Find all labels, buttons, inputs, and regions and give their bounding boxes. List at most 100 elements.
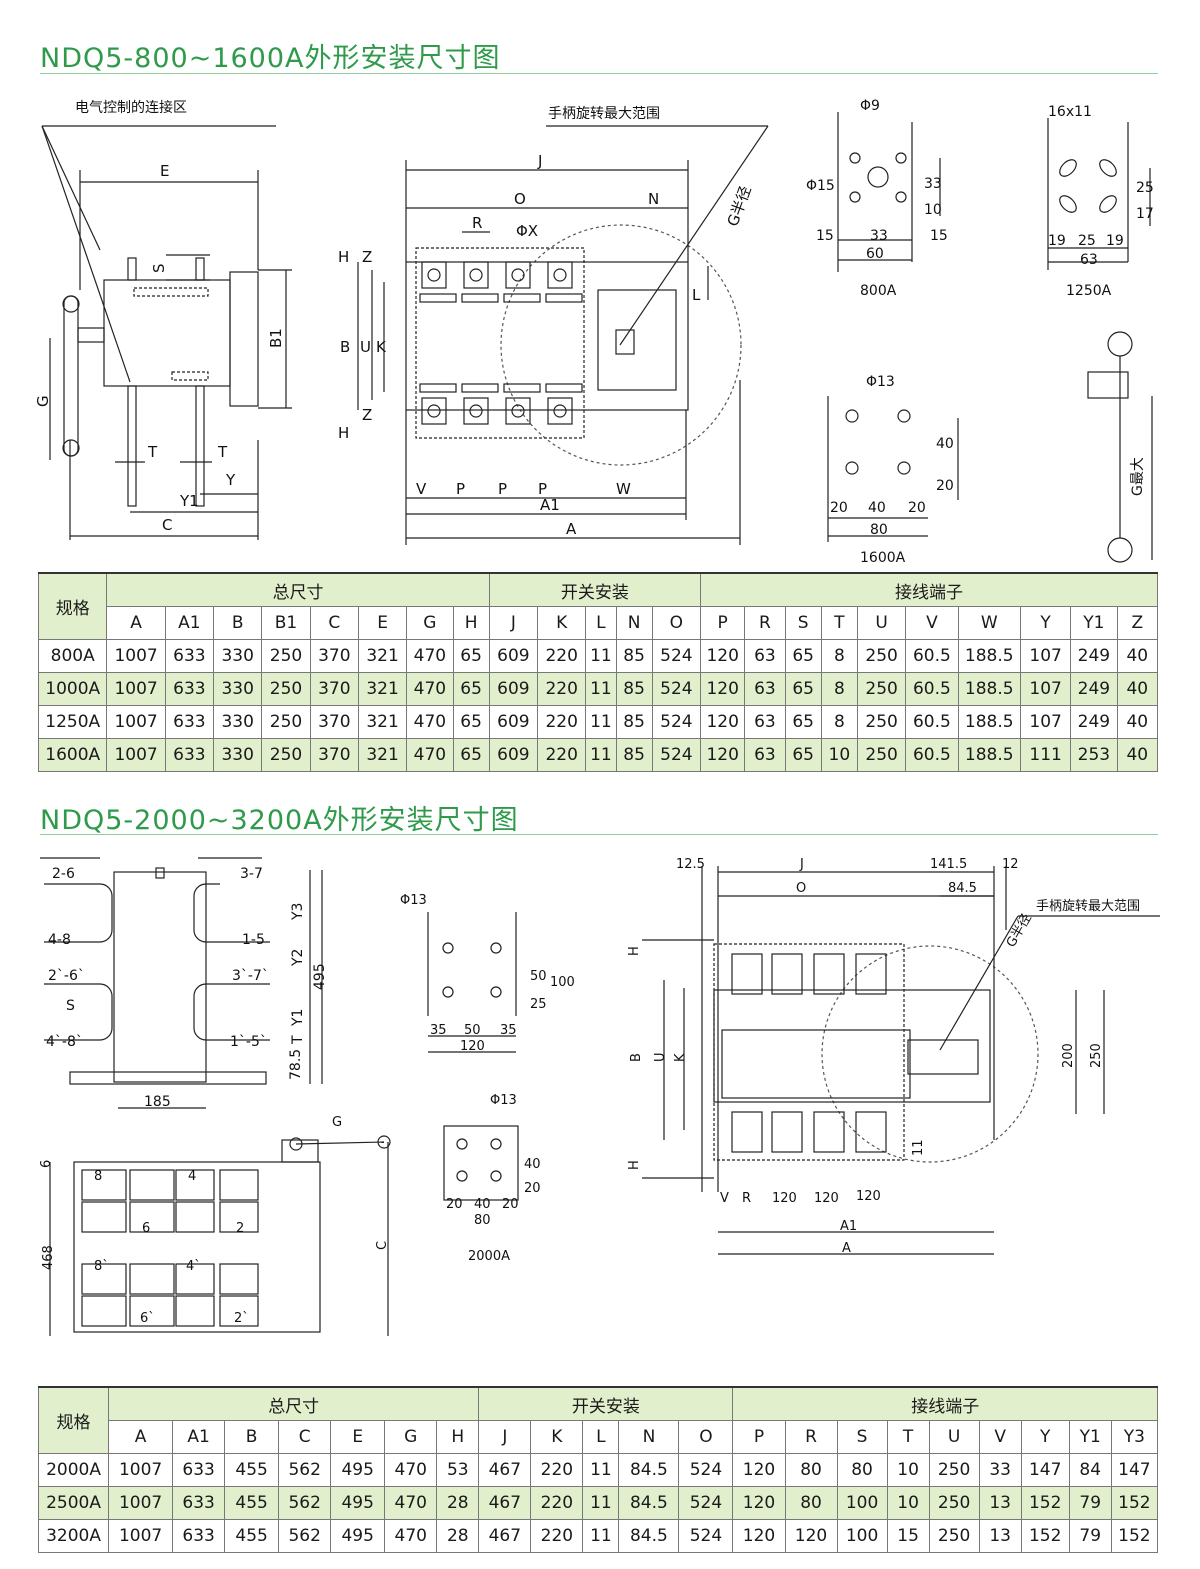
term-495: 495 xyxy=(312,963,328,990)
table-cell: 330 xyxy=(213,738,263,772)
table-cell: 220 xyxy=(530,1453,584,1487)
table-cell: 250 xyxy=(856,705,907,739)
row-spec: 1600A xyxy=(37,738,108,772)
dim-phix: ΦX xyxy=(516,222,538,240)
dim-r: R xyxy=(472,214,482,232)
t2-group-terminal: 接线端子 xyxy=(732,1386,1158,1421)
table-cell: 40 xyxy=(1116,672,1159,706)
t2-col: A xyxy=(108,1420,174,1454)
tv-141-5: 141.5 xyxy=(930,857,967,872)
table-cell: 11 xyxy=(585,639,617,673)
table-cell: 370 xyxy=(309,705,359,739)
tv-12: 12 xyxy=(1002,857,1019,872)
dim-p3: P xyxy=(538,480,547,498)
table-cell: 60.5 xyxy=(905,672,959,706)
tv-250: 250 xyxy=(1089,1043,1104,1068)
table-cell: 250 xyxy=(928,1486,980,1520)
t1-col: T xyxy=(820,606,858,640)
t2-col: Y xyxy=(1020,1420,1070,1454)
t1-col: B1 xyxy=(261,606,311,640)
table-cell: 249 xyxy=(1070,672,1118,706)
row-spec: 1250A xyxy=(37,705,108,739)
table-cell: 467 xyxy=(478,1519,532,1553)
table-cell: 321 xyxy=(357,705,408,739)
tv-h-top: H xyxy=(627,946,642,956)
tv-b: B xyxy=(629,1053,644,1062)
table-cell: 609 xyxy=(488,639,539,673)
tv-84-5: 84.5 xyxy=(948,881,977,896)
dim-p1: P xyxy=(456,480,465,498)
table-cell: 249 xyxy=(1070,639,1118,673)
table-cell: 8 xyxy=(820,639,858,673)
table-cell: 120 xyxy=(732,1486,786,1520)
table-cell: 120 xyxy=(784,1519,838,1553)
dim-j: J xyxy=(537,152,542,170)
table-cell: 11 xyxy=(582,1453,620,1487)
table-cell: 28 xyxy=(436,1519,480,1553)
table-cell: 79 xyxy=(1068,1519,1112,1553)
dim-c: C xyxy=(162,516,172,534)
t2-group-switch: 开关安装 xyxy=(478,1386,734,1421)
term-1-5: 1-5 xyxy=(242,932,265,948)
table-cell: 609 xyxy=(488,738,539,772)
section1-drawing: 电气控制的连接区 E S B1 G T T Y Y1 C xyxy=(34,98,1154,566)
table-cell: 13 xyxy=(978,1486,1022,1520)
t2-col: E xyxy=(330,1420,386,1454)
section2-title-rule xyxy=(40,834,1158,835)
tv-h-bottom: H xyxy=(627,1160,642,1170)
h1600-20v: 20 xyxy=(936,478,954,494)
t1-col: B xyxy=(213,606,263,640)
callout2-g-radius: G半径 xyxy=(1004,911,1035,950)
side-view: 电气控制的连接区 xyxy=(41,99,292,540)
t2-col: G xyxy=(384,1420,438,1454)
table-cell: 470 xyxy=(384,1453,438,1487)
tv-a1: A1 xyxy=(840,1219,857,1234)
table-cell: 65 xyxy=(784,639,822,673)
tv-k: K xyxy=(673,1053,688,1062)
table-cell: 152 xyxy=(1110,1519,1159,1553)
table-cell: 188.5 xyxy=(957,705,1021,739)
table-cell: 633 xyxy=(172,1486,226,1520)
table-cell: 609 xyxy=(488,672,539,706)
t1-col: Z xyxy=(1116,606,1159,640)
table-cell: 107 xyxy=(1019,705,1072,739)
tv-200: 200 xyxy=(1061,1043,1076,1068)
table-cell: 321 xyxy=(357,738,408,772)
t1-col: A1 xyxy=(164,606,215,640)
table-cell: 249 xyxy=(1070,705,1118,739)
table-cell: 370 xyxy=(309,672,359,706)
t1-col: K xyxy=(537,606,587,640)
dim-p2: P xyxy=(498,480,507,498)
section2-drawing: 2-6 3-7 4-8 1-5 2`-6` 3`-7` S 4`-8` 1`-5… xyxy=(39,857,1160,1336)
table-cell: 79 xyxy=(1068,1486,1112,1520)
term-3-7: 3-7 xyxy=(240,866,263,882)
table-cell: 524 xyxy=(678,1453,734,1487)
fv2-468: 468 xyxy=(41,1245,56,1270)
table-cell: 1007 xyxy=(108,1453,174,1487)
table-cell: 220 xyxy=(537,705,587,739)
dim-b: B xyxy=(340,338,350,356)
table-cell: 85 xyxy=(615,738,653,772)
t2-col: N xyxy=(618,1420,680,1454)
table-cell: 370 xyxy=(309,738,359,772)
table-cell: 100 xyxy=(836,1486,888,1520)
table-cell: 11 xyxy=(585,738,617,772)
h2000-phi13b: Φ13 xyxy=(490,1093,517,1108)
table-cell: 80 xyxy=(836,1453,888,1487)
table-cell: 250 xyxy=(261,672,311,706)
table-cell: 120 xyxy=(700,672,746,706)
hole-1600 xyxy=(827,331,1153,563)
table-cell: 8 xyxy=(820,705,858,739)
table-cell: 11 xyxy=(582,1519,620,1553)
hole-1250-labels: 16x11 25 17 19 25 19 63 1250A xyxy=(1048,104,1154,299)
table-cell: 250 xyxy=(261,705,311,739)
term-y3: Y3 xyxy=(290,903,306,921)
fv2-4p: 4` xyxy=(186,1259,201,1274)
table-cell: 1007 xyxy=(106,672,166,706)
h800-33v: 33 xyxy=(924,176,942,192)
h1600-phi13: Φ13 xyxy=(866,374,895,390)
dim-k: K xyxy=(376,338,387,356)
term-y2: Y2 xyxy=(290,949,306,967)
